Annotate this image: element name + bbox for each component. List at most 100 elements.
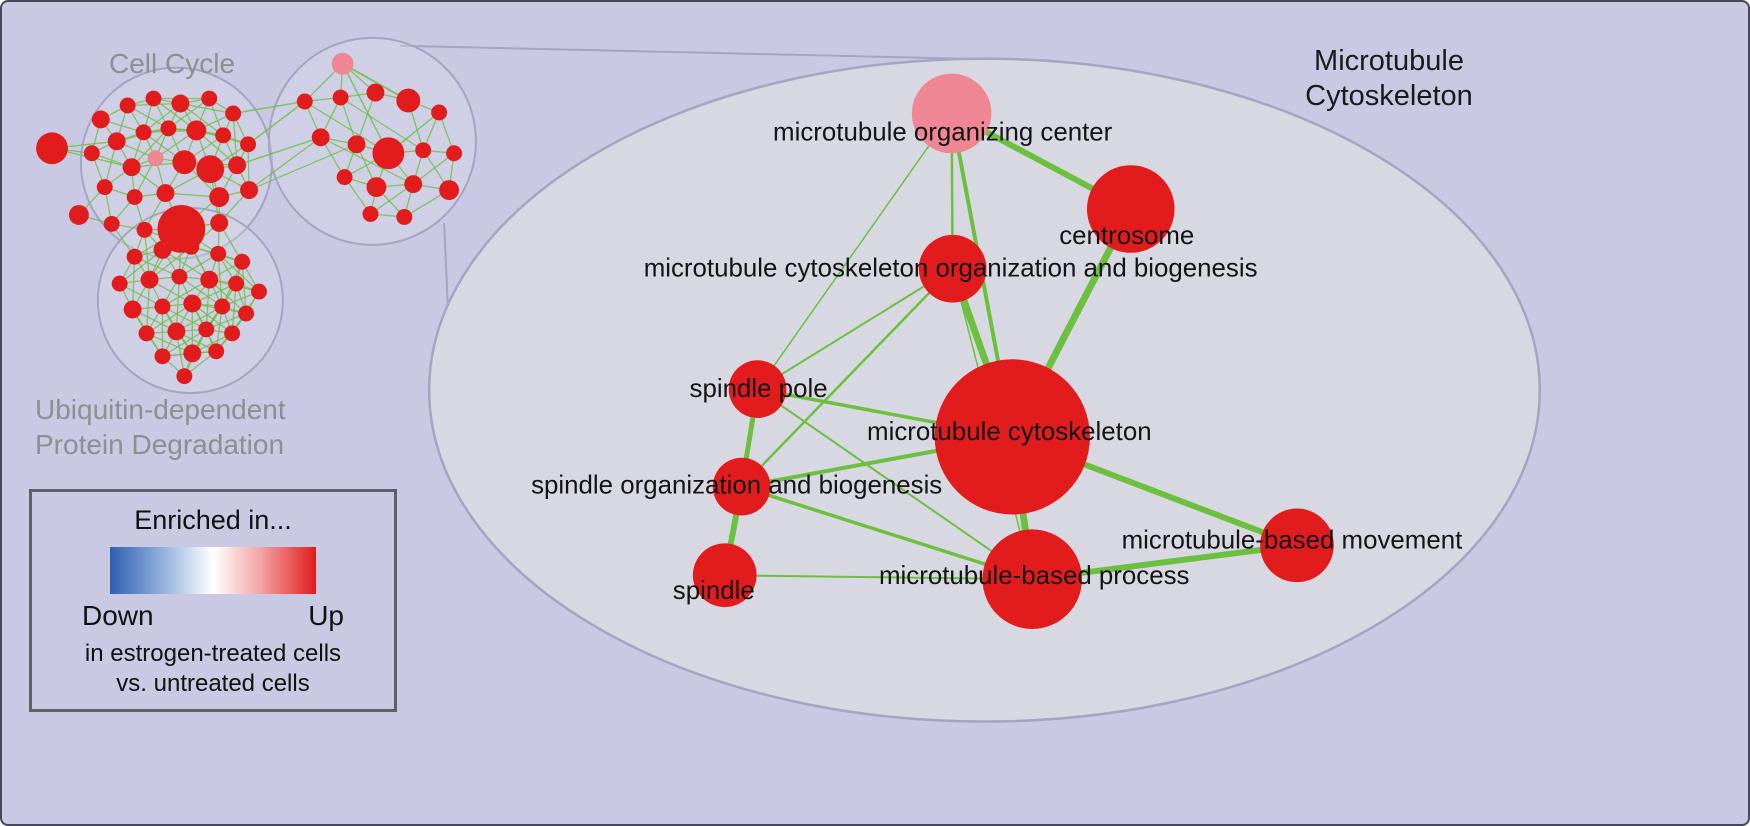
mini-node xyxy=(446,145,463,162)
zoom-edge-spindle_pole-mbp xyxy=(756,388,1034,581)
zoom-network-labels: microtubule organizing centercentrosomem… xyxy=(531,118,1462,605)
mini-node xyxy=(172,150,197,175)
mini-node xyxy=(122,158,141,177)
mini-edge xyxy=(161,279,210,308)
mini-node xyxy=(332,89,349,106)
cell-cycle-label: Cell Cycle xyxy=(109,48,236,79)
mini-edge xyxy=(247,100,306,146)
zoom-node-mbm xyxy=(1260,508,1334,583)
mini-node xyxy=(431,104,448,121)
mini-node xyxy=(154,348,171,365)
mini-node xyxy=(186,120,207,141)
mini-edge xyxy=(175,276,181,333)
mini-node xyxy=(208,343,225,360)
mini-node xyxy=(366,83,385,102)
mini-edge xyxy=(248,143,358,191)
mini-node xyxy=(153,240,172,259)
mini-node xyxy=(215,127,232,144)
mini-node xyxy=(240,136,257,153)
mini-node xyxy=(36,132,68,165)
mini-node xyxy=(83,145,100,162)
mini-node xyxy=(311,128,330,147)
legend-down-label: Down xyxy=(82,600,154,631)
mini-node xyxy=(196,155,225,184)
zoom-node-spindle_pole xyxy=(728,360,787,418)
mini-node xyxy=(145,90,162,107)
zoom-node-spindle xyxy=(692,543,757,608)
mini-node xyxy=(251,283,267,300)
mini-node xyxy=(372,137,405,170)
magnifier-line-top xyxy=(400,44,1010,61)
mini-edge xyxy=(145,279,151,335)
mini-node xyxy=(347,135,366,154)
zoom-network-nodes xyxy=(692,73,1334,629)
ubiquitin-label-line1: Ubiquitin-dependent xyxy=(35,394,286,425)
mini-node xyxy=(183,238,200,255)
mini-edge xyxy=(320,136,414,185)
mini-node xyxy=(68,205,89,225)
legend: Enriched in... Down Up in estrogen-treat… xyxy=(29,489,397,712)
zoom-node-mbp xyxy=(982,529,1082,629)
mini-node xyxy=(147,150,164,167)
mini-edge xyxy=(161,328,207,357)
ubiquitin-label-line2: Protein Degradation xyxy=(35,429,285,460)
mini-node xyxy=(210,213,229,232)
mini-node xyxy=(366,177,387,198)
zoom-edge-mcob-so xyxy=(740,267,954,488)
mini-node xyxy=(209,187,230,208)
mini-node xyxy=(296,93,313,110)
mini-edge xyxy=(341,62,410,102)
mini-node xyxy=(160,120,177,137)
legend-caption: in estrogen-treated cells vs. untreated … xyxy=(32,639,394,699)
mini-node xyxy=(123,300,142,319)
mini-edge xyxy=(145,302,193,335)
mini-node xyxy=(136,221,153,238)
mini-node xyxy=(183,344,202,363)
mini-node xyxy=(228,156,247,175)
cluster-circle-microtubule-cytoskeleton xyxy=(267,36,477,246)
mini-node xyxy=(96,179,113,196)
mini-node xyxy=(183,294,202,313)
legend-title: Enriched in... xyxy=(134,505,292,535)
zoom-node-label-spindle_pole: spindle pole xyxy=(690,375,828,403)
mini-node xyxy=(107,132,126,151)
zoom-node-label-spindle: spindle xyxy=(673,577,755,605)
microtubule-cytoskeleton-title: Microtubule Cytoskeleton xyxy=(1249,44,1529,115)
mini-edge xyxy=(236,136,322,166)
mini-node xyxy=(404,175,423,194)
zoom-node-label-moc: microtubule organizing center xyxy=(773,118,1113,146)
zoom-node-label-mc: microtubule cytoskeleton xyxy=(867,418,1152,446)
mini-node xyxy=(228,275,245,292)
mini-node xyxy=(201,90,218,107)
legend-caption-line2: vs. untreated cells xyxy=(116,670,310,697)
mini-node xyxy=(396,208,413,225)
mini-node xyxy=(210,245,227,262)
zoom-node-label-so: spindle organization and biogenesis xyxy=(531,472,942,500)
zoom-node-label-mcob: microtubule cytoskeleton organization an… xyxy=(644,255,1258,283)
mini-node xyxy=(167,322,186,341)
mini-node xyxy=(240,181,259,200)
mini-node xyxy=(439,180,460,201)
mini-node xyxy=(200,270,219,289)
mini-edge xyxy=(119,249,164,285)
legend-axis-labels: Down Up xyxy=(82,600,344,632)
mini-node xyxy=(225,105,242,122)
mini-node xyxy=(331,52,354,75)
mini-node xyxy=(238,305,255,322)
mini-edge xyxy=(341,62,390,155)
microtubule-title-line2: Cytoskeleton xyxy=(1305,80,1473,113)
zoom-node-label-mbp: microtubule-based process xyxy=(879,562,1189,590)
zoom-edge-spindle-mbp xyxy=(723,574,1034,581)
mini-edge xyxy=(231,282,237,335)
mini-node xyxy=(234,253,251,270)
zoom-node-mcob xyxy=(918,234,987,303)
mini-node xyxy=(171,268,188,285)
mini-node xyxy=(111,275,128,292)
mini-node xyxy=(415,142,432,159)
mini-network-nodes xyxy=(36,52,463,385)
mini-edge xyxy=(217,253,223,308)
ubiquitin-label: Ubiquitin-dependent Protein Degradation xyxy=(35,392,286,462)
mini-edge xyxy=(340,96,424,151)
